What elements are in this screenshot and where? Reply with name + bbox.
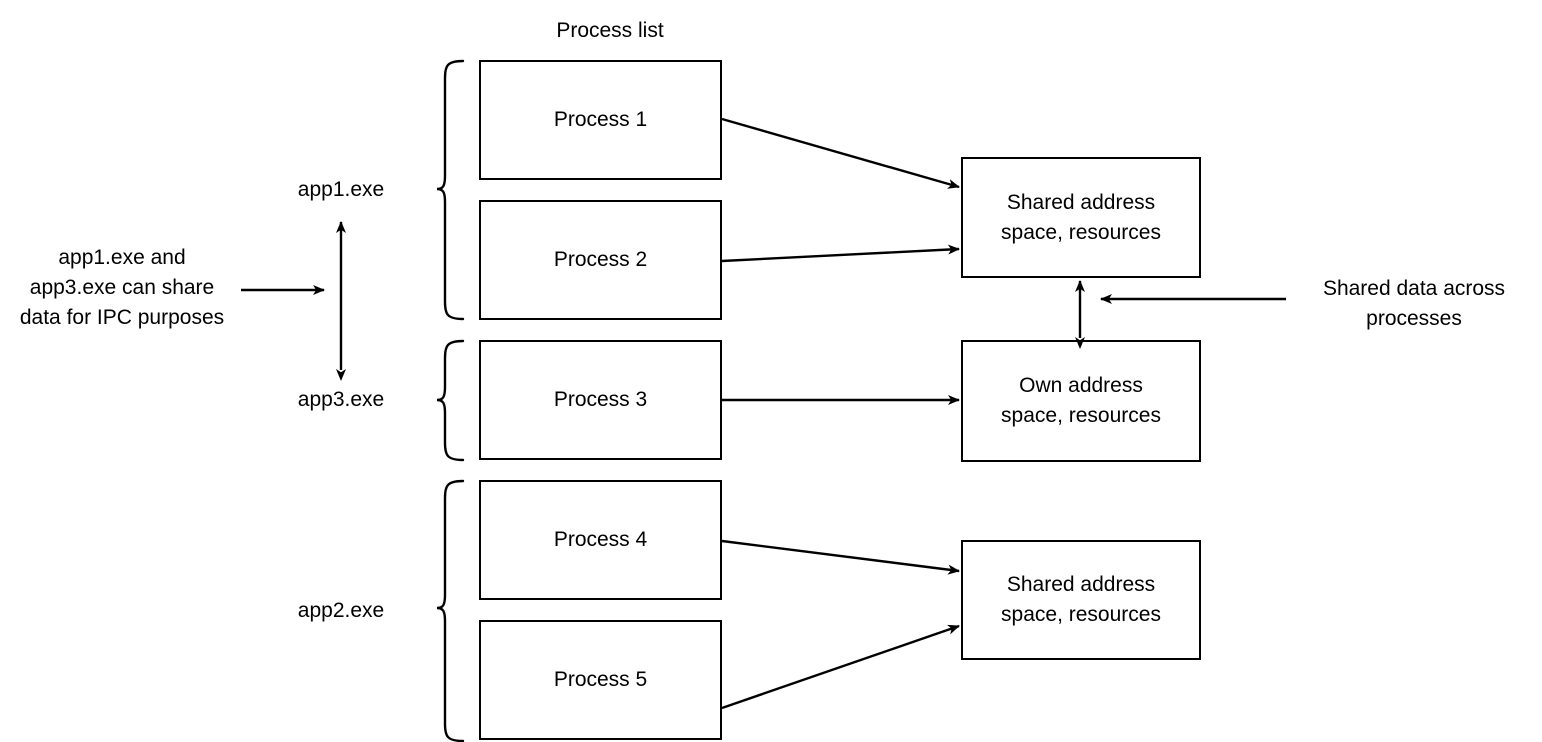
group-label-app2: app2.exe <box>297 599 385 622</box>
memory-box-1-label: Shared address space, resources <box>1001 190 1161 244</box>
process-box-2[interactable]: Process 2 <box>479 200 722 320</box>
shared-data-note-label: Shared data across processes <box>1322 277 1506 330</box>
process-box-5-label: Process 5 <box>553 668 648 691</box>
diagram-title: Process list <box>556 19 664 42</box>
process-box-2-label: Process 2 <box>553 248 648 271</box>
arrow-process5-to-memory3 <box>721 624 960 710</box>
group-label-app3: app3.exe <box>297 388 385 411</box>
process-box-4[interactable]: Process 4 <box>479 480 722 600</box>
arrow-process2-to-memory1 <box>721 244 960 263</box>
arrow-process4-to-memory3 <box>721 539 960 575</box>
process-box-1-label: Process 1 <box>553 108 648 131</box>
process-box-4-label: Process 4 <box>553 528 648 551</box>
process-box-3-label: Process 3 <box>553 388 648 411</box>
brace-app1 <box>436 59 465 321</box>
group-label-app1: app1.exe <box>297 178 385 201</box>
ipc-note-label: app1.exe and app3.exe can share data for… <box>19 246 225 329</box>
brace-app2 <box>436 479 465 742</box>
memory-box-3-shared-address-space[interactable]: Shared address space, resources <box>961 540 1201 660</box>
brace-app3 <box>436 339 465 462</box>
process-box-5[interactable]: Process 5 <box>479 620 722 740</box>
process-box-1[interactable]: Process 1 <box>479 60 722 180</box>
memory-box-1-shared-address-space[interactable]: Shared address space, resources <box>961 157 1201 278</box>
arrow-process1-to-memory1 <box>721 117 960 189</box>
memory-box-2-own-address-space[interactable]: Own address space, resources <box>961 340 1201 462</box>
memory-box-3-label: Shared address space, resources <box>1001 573 1161 626</box>
memory-box-2-label: Own address space, resources <box>1001 374 1161 427</box>
process-box-3[interactable]: Process 3 <box>479 340 722 460</box>
